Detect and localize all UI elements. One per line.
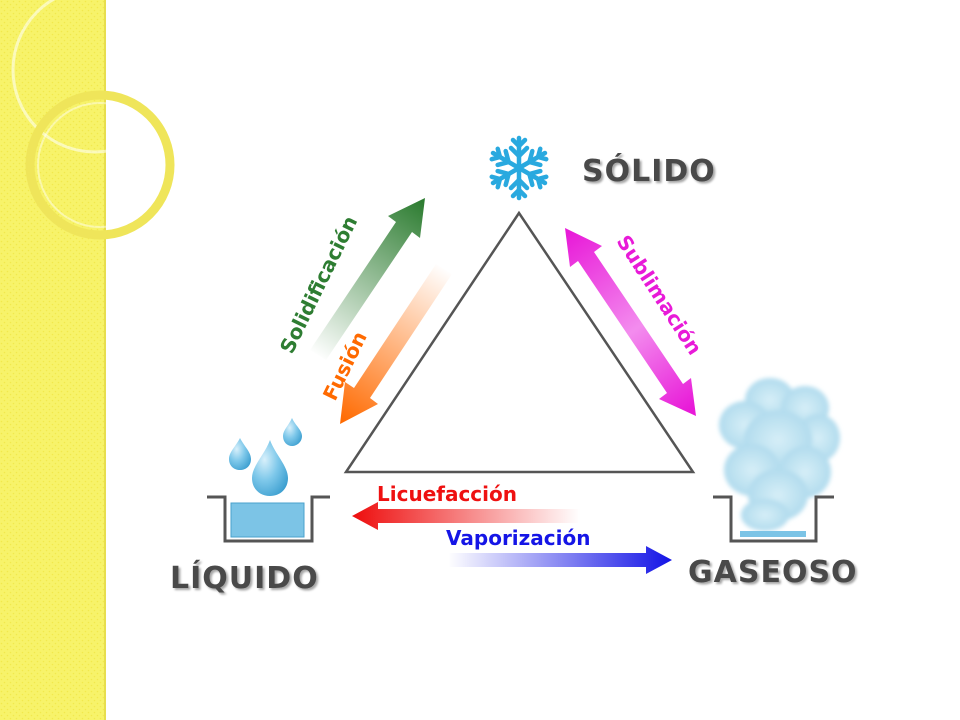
yellow-sidebar: [0, 0, 179, 720]
vaporization-label: Vaporización: [446, 526, 590, 550]
sublimation-arrow: [565, 228, 696, 416]
gas-container: [713, 495, 834, 543]
vaporization-arrow: [448, 546, 672, 574]
liquid-state-label: LÍQUIDO: [170, 560, 319, 596]
gas-state-label: GASEOSO: [688, 555, 858, 590]
liquefaction-label: Licuefacción: [377, 482, 517, 506]
sublimation-label: Sublimación: [612, 231, 707, 360]
snowflake-icon: [489, 135, 549, 198]
solid-state-label: SÓLIDO: [582, 152, 716, 189]
liquid-container: [207, 495, 330, 543]
solidification-arrow: [310, 198, 425, 360]
liquefaction-arrow: [352, 502, 580, 530]
water-drops-icon: [229, 418, 302, 496]
fusion-arrow: [340, 264, 452, 424]
phase-triangle: [343, 210, 696, 474]
steam-cloud-icon: [719, 378, 840, 531]
